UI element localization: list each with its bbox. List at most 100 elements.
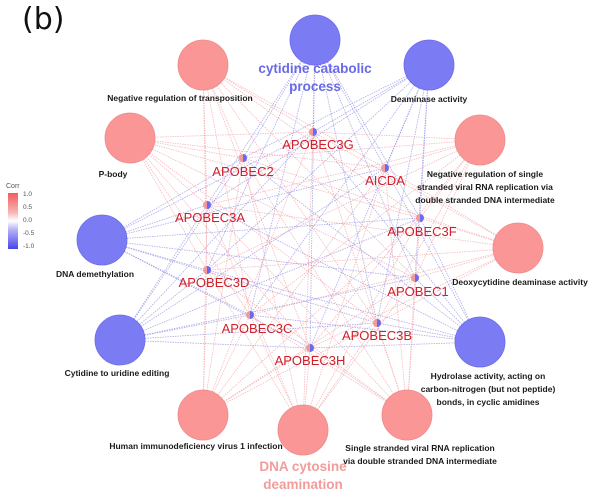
cluster-label-line: deamination: [263, 477, 343, 492]
edge: [206, 269, 304, 431]
edge: [242, 157, 481, 343]
edge: [206, 247, 519, 271]
legend-tick: -0.5: [23, 230, 35, 237]
gene-node-APOBEC2[interactable]: [239, 154, 247, 162]
edge: [119, 339, 311, 349]
edge: [249, 314, 481, 343]
gene-node-APOBEC3B[interactable]: [373, 319, 381, 327]
term-node-t_dnacyt[interactable]: [277, 404, 329, 456]
edge: [202, 64, 416, 279]
edge: [119, 204, 208, 341]
term-node-t_ssviral[interactable]: [381, 389, 433, 441]
term-label-line: via double stranded DNA intermediate: [343, 456, 497, 466]
edge: [242, 64, 430, 159]
cluster-label-line: process: [289, 79, 341, 94]
edge: [202, 157, 244, 416]
gene-node-APOBEC3D[interactable]: [203, 266, 211, 274]
term-node-t_cyturi[interactable]: [94, 314, 146, 366]
term-label-t_deoxy: Deoxycytidine deaminase activity: [452, 276, 588, 289]
gene-node-AICDA[interactable]: [381, 164, 389, 172]
gene-node-APOBEC3H[interactable]: [306, 344, 314, 352]
edge: [119, 131, 314, 341]
legend-color-bar: [8, 193, 18, 249]
term-label-t_cyturi: Cytidine to uridine editing: [65, 367, 170, 380]
legend-tick: 1.0: [23, 191, 33, 198]
edge: [119, 217, 421, 341]
term-node-t_negtrans[interactable]: [177, 39, 229, 91]
gene-label-APOBEC1: APOBEC1: [387, 284, 449, 299]
term-label-line: Deoxycytidine deaminase activity: [452, 277, 588, 287]
term-node-t_deam[interactable]: [403, 39, 455, 91]
term-node-t_cytcat[interactable]: [289, 14, 341, 66]
gene-label-APOBEC3G: APOBEC3G: [282, 137, 354, 152]
term-node-t_hydro[interactable]: [454, 316, 506, 368]
edge: [202, 217, 421, 416]
edge: [202, 64, 244, 159]
edge: [302, 131, 314, 431]
gene-node-APOBEC1[interactable]: [411, 274, 419, 282]
legend-title: Corr: [6, 183, 20, 190]
term-label-line: Deaminase activity: [390, 94, 468, 104]
edge: [129, 137, 208, 206]
term-label-line: Hydrolase activity, acting on: [430, 371, 546, 381]
edge: [419, 217, 519, 249]
edge: [119, 322, 378, 341]
edge: [206, 204, 408, 416]
term-label-line: P-body: [98, 169, 128, 179]
edge: [129, 131, 314, 139]
term-label-t_negtrans: Negative regulation of transposition: [107, 92, 252, 105]
edge: [312, 131, 519, 249]
edge: [249, 247, 519, 316]
edge: [242, 157, 408, 416]
edge: [129, 137, 386, 169]
edge: [202, 204, 208, 416]
term-node-t_pbody[interactable]: [104, 112, 156, 164]
edge: [202, 64, 421, 219]
edge: [384, 167, 519, 249]
legend-tick: 0.5: [23, 204, 33, 211]
edge: [129, 137, 311, 349]
edge: [119, 167, 386, 341]
term-node-t_deoxy[interactable]: [492, 222, 544, 274]
edge: [119, 157, 244, 341]
edge: [312, 131, 481, 343]
edge: [202, 269, 208, 416]
edge: [314, 39, 421, 219]
edge: [309, 247, 519, 349]
edge: [129, 137, 421, 219]
gene-label-APOBEC3C: APOBEC3C: [221, 321, 293, 336]
term-label-line: DNA demethylation: [55, 269, 135, 279]
edge: [309, 64, 430, 349]
gene-node-APOBEC3C[interactable]: [246, 311, 254, 319]
edge: [129, 137, 378, 324]
term-label-line: Single stranded viral RNA replication: [345, 443, 495, 453]
edge: [406, 217, 421, 416]
gene-label-APOBEC3A: APOBEC3A: [174, 210, 246, 225]
legend-tick: -1.0: [23, 243, 35, 250]
gene-node-APOBEC3F[interactable]: [416, 214, 424, 222]
term-label-t_hiv: Human immunodeficiency virus 1 infection: [109, 440, 282, 453]
edge: [206, 39, 316, 206]
gene-label-APOBEC2: APOBEC2: [212, 164, 274, 179]
edge: [119, 277, 416, 341]
term-node-t_negss[interactable]: [454, 114, 506, 166]
edge: [129, 137, 251, 316]
term-label-line: Negative regulation of transposition: [107, 93, 253, 103]
edge: [129, 137, 244, 159]
term-label-line: stranded viral RNA replication via: [417, 182, 553, 192]
term-node-t_hiv[interactable]: [177, 389, 229, 441]
edge: [302, 277, 416, 431]
edge: [302, 217, 421, 431]
edge: [101, 167, 386, 241]
edge: [376, 247, 519, 324]
gene-node-APOBEC3G[interactable]: [309, 128, 317, 136]
edge: [309, 347, 408, 416]
gene-label-AICDA: AICDA: [365, 173, 405, 188]
edge: [206, 269, 408, 416]
gene-node-APOBEC3A[interactable]: [203, 201, 211, 209]
term-node-t_dnademeth[interactable]: [76, 214, 128, 266]
gene-label-APOBEC3D: APOBEC3D: [178, 275, 250, 290]
term-label-line: Negative regulation of single: [426, 169, 544, 179]
